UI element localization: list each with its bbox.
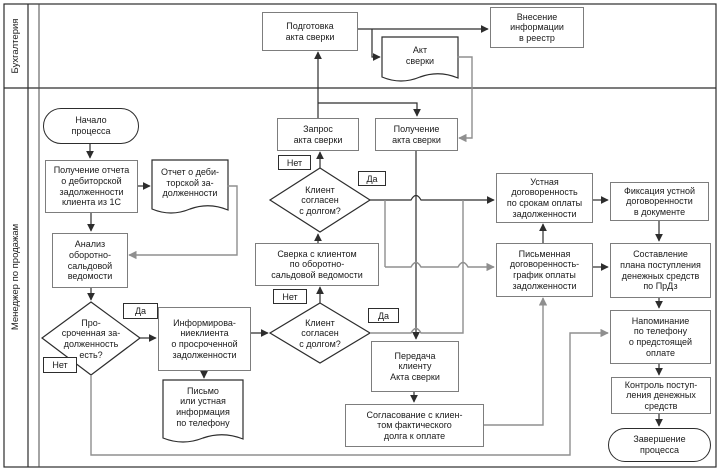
node-nachalo-protsessa: Начало процесса (43, 108, 139, 144)
document-akt-sverki-shape (381, 36, 459, 82)
document-pismo-shape (162, 379, 244, 443)
node-pismennaya-dogovorennost: Письменная договоренность- график оплаты… (496, 243, 593, 297)
edge-otchet-analiz (128, 185, 238, 260)
edge-soglasovanie-pismennaya (483, 297, 548, 426)
diamond-klient-soglasen-1 (268, 167, 372, 233)
pool-border (3, 3, 717, 468)
edge-klient1-ustnaya-da (370, 194, 495, 204)
node-pismo-label: Письмо или устная информация по телефону (176, 385, 230, 428)
node-sostavlenie-plana: Составление плана поступления денежных с… (610, 243, 711, 298)
decision-label-da-klient2: Да (368, 308, 399, 323)
node-akt-sverki-label: Акт сверки (405, 45, 435, 66)
node-poluchenie-otcheta: Получение отчета о дебиторской задолженн… (45, 160, 138, 213)
edge-akt-sverki-poluchenie-akta (457, 56, 473, 143)
node-napominanie-po-telefonu: Напоминание по телефону о предстоящей оп… (610, 310, 711, 364)
node-informirovanie-klienta: Информирова- ниеклиента о просроченной з… (158, 307, 251, 371)
edge-podgotovka-akt-sverki (371, 29, 381, 61)
node-peredacha-klientu-akta: Передача клиенту Акта сверки (371, 341, 459, 392)
node-fiksatsiya-dogovorennosti: Фиксация устной договоренности в докумен… (610, 182, 709, 221)
node-podgotovka-akta-sverki: Подготовка акта сверки (262, 12, 358, 51)
decision-label-da-klient1: Да (358, 171, 386, 186)
lane-label-buhgalteriya: Бухгалтерия (10, 18, 21, 74)
node-poluchenie-akta-sverki: Получение акта сверки (375, 118, 458, 151)
decision-label-da-prosrochennaya: Да (123, 303, 158, 319)
diamond-klient-soglasen-2 (268, 302, 372, 364)
edge-zapros-poluchenie-akta (318, 102, 421, 117)
decision-label-net-prosrochennaya: Нет (43, 357, 77, 373)
node-klient-soglasen-2-label: Клиент согласен с долгом? (299, 317, 341, 349)
node-sverka-s-klientom: Сверка с клиентом по оборотно- сальдовой… (255, 243, 379, 286)
node-klient-soglasen-1-label: Клиент согласен с долгом? (299, 184, 341, 216)
decision-label-net-klient1: Нет (278, 155, 311, 170)
decision-label-net-klient2: Нет (273, 289, 307, 304)
node-soglasovanie-dolga: Согласование с клиен- том фактического д… (345, 404, 484, 447)
node-analiz-vedomosti: Анализ оборотно- сальдовой ведомости (52, 233, 128, 288)
node-zapros-akta-sverki: Запрос акта сверки (277, 118, 359, 151)
edge-klient2-ustnaya-da (370, 200, 464, 334)
edge-prosrochennaya-napominanie-net (90, 328, 609, 456)
node-kontrol-postupleniya: Контроль поступ- ления денежных средств (611, 377, 711, 414)
node-zavershenie-protsessa: Завершение процесса (608, 428, 711, 462)
edge-klient1-pismennaya-da (385, 261, 495, 272)
document-otchet-shape (151, 159, 229, 214)
lane-label-manager: Менеджер по продажам (10, 223, 21, 331)
node-ustnaya-dogovorennost: Устная договоренность по срокам оплаты з… (496, 173, 593, 223)
node-prosrochennaya-label: Про- сроченная за- долженность есть? (61, 317, 121, 360)
node-otchet-debitorskoy-label: Отчет о деби- торской за- долженности (161, 167, 219, 199)
node-vnesenie-informatsii-v-reestr: Внесение информации в реестр (490, 7, 584, 48)
pool-frame (3, 3, 717, 468)
